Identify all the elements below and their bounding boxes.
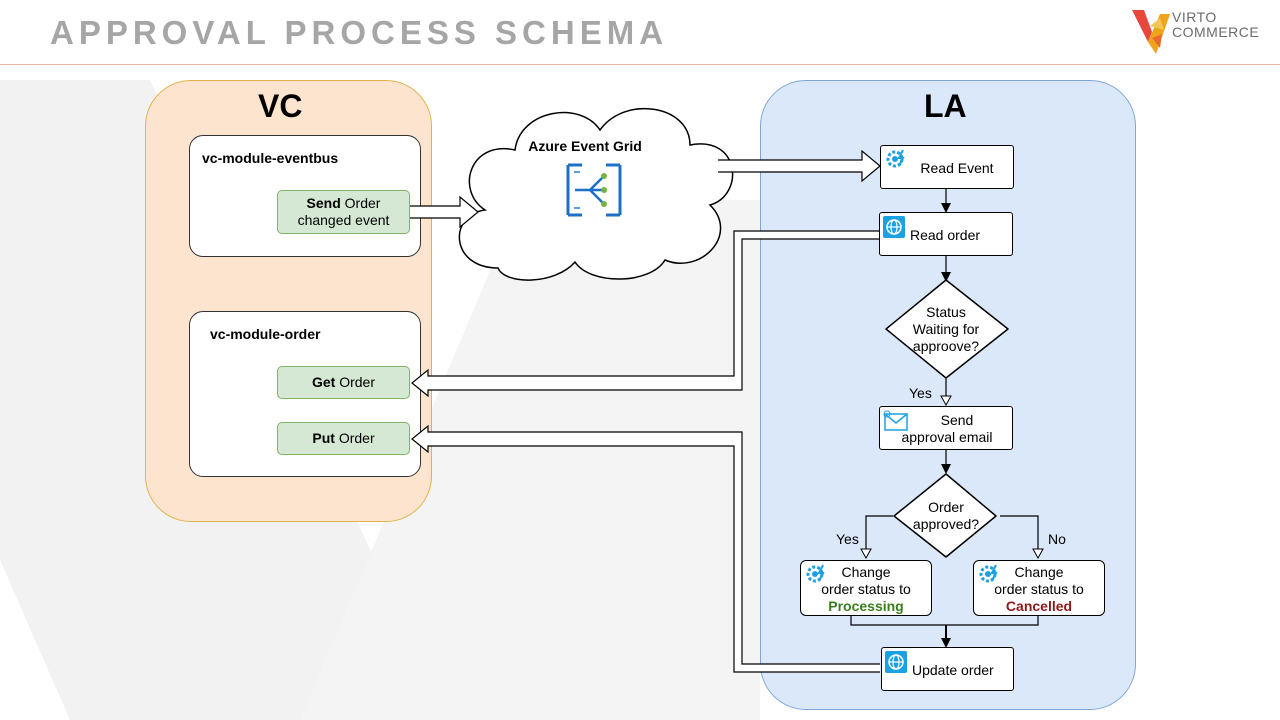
proc-status: Processing bbox=[828, 598, 904, 614]
title-divider bbox=[0, 64, 1280, 65]
change-status-processing-step[interactable]: Change order status to Processing bbox=[800, 560, 932, 616]
read-order-label: Read order bbox=[910, 227, 981, 243]
status-line1: Status bbox=[926, 304, 966, 320]
get-label-bold: Get bbox=[311, 374, 336, 390]
azure-event-grid-icon bbox=[566, 163, 622, 217]
logo-text: VIRTO COMMERCE bbox=[1172, 10, 1259, 40]
canc-line1: Change bbox=[1014, 564, 1064, 580]
page-title: APPROVAL PROCESS SCHEMA bbox=[50, 14, 669, 51]
cloud-title: Azure Event Grid bbox=[528, 138, 642, 154]
globe-icon bbox=[883, 216, 905, 238]
status-line2: Waiting for bbox=[912, 321, 980, 337]
read-event-step[interactable]: Read Event bbox=[880, 145, 1014, 189]
approved-line2: approved? bbox=[912, 516, 980, 532]
send-label-rest: Order bbox=[340, 195, 381, 211]
send-email-line1: Send bbox=[940, 412, 974, 428]
cloud-to-read-event-arrow bbox=[718, 149, 881, 183]
change-status-cancelled-step[interactable]: Change order status to Cancelled bbox=[973, 560, 1105, 616]
status-decision-diamond bbox=[885, 279, 1009, 379]
gear-trigger-icon bbox=[979, 564, 998, 583]
no-label: No bbox=[1048, 531, 1066, 547]
eventbus-module-title: vc-module-eventbus bbox=[202, 150, 339, 166]
approved-decision-diamond bbox=[893, 473, 997, 558]
read-event-label: Read Event bbox=[920, 160, 994, 176]
logo-line2: COMMERCE bbox=[1172, 24, 1260, 40]
canc-status: Cancelled bbox=[1005, 598, 1073, 614]
virto-commerce-logo bbox=[1132, 10, 1170, 54]
approved-decision-text: Order approved? bbox=[896, 499, 996, 533]
vc-panel-title: VC bbox=[258, 88, 303, 124]
get-order-button[interactable]: Get Order bbox=[277, 366, 410, 399]
status-decision-text: Status Waiting for approove? bbox=[896, 304, 996, 355]
send-order-changed-event-button[interactable]: Send Order changed event bbox=[277, 190, 410, 234]
order-module-title: vc-module-order bbox=[210, 326, 321, 342]
canc-line2: order status to bbox=[994, 581, 1084, 597]
read-order-step[interactable]: Read order bbox=[879, 212, 1013, 256]
status-line3: approove? bbox=[912, 338, 980, 354]
put-label-bold: Put bbox=[312, 430, 335, 446]
proc-line1: Change bbox=[841, 564, 891, 580]
update-order-step[interactable]: Update order bbox=[881, 647, 1014, 691]
la-panel-title: LA bbox=[924, 88, 967, 124]
yes-label-1: Yes bbox=[909, 385, 932, 401]
globe-icon bbox=[885, 651, 907, 673]
send-approval-email-step[interactable]: Send approval email bbox=[879, 406, 1013, 450]
update-order-to-put-order-connector bbox=[411, 424, 880, 673]
gear-trigger-icon bbox=[886, 149, 905, 168]
send-label-bold: Send bbox=[306, 195, 341, 211]
get-label-rest: Order bbox=[335, 374, 376, 390]
put-order-button[interactable]: Put Order bbox=[277, 422, 410, 455]
proc-line2: order status to bbox=[821, 581, 911, 597]
put-label-rest: Order bbox=[334, 430, 375, 446]
send-email-line2: approval email bbox=[901, 429, 993, 445]
send-label-line2: changed event bbox=[297, 212, 390, 228]
update-order-label: Update order bbox=[912, 662, 994, 678]
yes-label-2: Yes bbox=[836, 531, 859, 547]
approved-line1: Order bbox=[928, 499, 964, 515]
gear-trigger-icon bbox=[806, 564, 825, 583]
send-to-cloud-arrow bbox=[410, 195, 479, 229]
send-approval-email-label: Send approval email bbox=[880, 412, 1014, 446]
processing-label: Change order status to Processing bbox=[801, 564, 931, 615]
logo-line1: VIRTO bbox=[1172, 9, 1217, 25]
read-order-to-get-order-connector bbox=[411, 230, 880, 398]
email-icon bbox=[883, 410, 908, 431]
cancelled-label: Change order status to Cancelled bbox=[974, 564, 1104, 615]
